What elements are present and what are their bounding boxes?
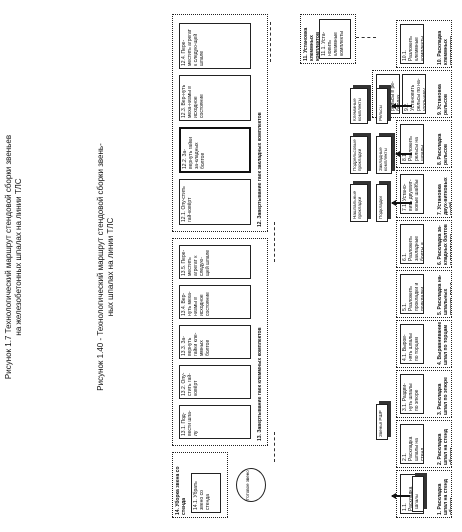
- material-gaskets-b: Подрельсовые прокладки: [350, 136, 368, 174]
- material-gaskets-a-label: Нашпальные прокладки: [352, 190, 363, 219]
- material-gaskets-b-label: Подрельсовые прокладки: [352, 139, 363, 171]
- caption-outer-line1: Рисунок 1.7 Технологический маршрут стен…: [4, 134, 13, 380]
- top-group-5-title: 5. Раскладка на-шпальных прокла-док и по…: [437, 274, 452, 315]
- top-group-5-box-1-label: 5.1. Разложить прокладки и подкладки: [402, 282, 424, 311]
- top-group-10-box-1-label: 10.1. Разложить клеммные комплекты: [402, 36, 424, 61]
- top-group-4-title: 4. Выравнивание шпал по торцам: [437, 321, 449, 365]
- top-group-8-box-1-label: 8.1. Разложить рельсы на шпалы: [402, 136, 424, 161]
- top-group-3-box-1: 3.1. Раздви-нуть шпалы по эпюре: [400, 374, 424, 414]
- caption-inner-line2: ных шпалах на линии ТЛС: [106, 217, 115, 317]
- group-14: 14. Уборка звена со стенда 14.1. Убрать …: [172, 452, 228, 518]
- top-group-7: 7. Установка двух-витковых шайб 7.1. Уста…: [396, 170, 452, 218]
- top-group-2-box-1-label: 2.1. Раскладка шпалы на стенд раскладки: [402, 436, 424, 461]
- group-13-box-2: 13.2. Опу-стить гай-ковёрт: [179, 365, 251, 399]
- connector-top-to-group11: [356, 37, 376, 38]
- group-12-box-3: 12.3. Вер-нуть меха-низмы в исходное сос…: [179, 75, 251, 121]
- top-group-10: 10. Раскладка клеммных комплектов 10.1. Р…: [396, 20, 452, 68]
- caption-inner-line1: Рисунок 1.40 - Технологический маршрут с…: [96, 143, 105, 391]
- top-group-6-box-1-label: 6.1. Разложить закладные болты и проклад…: [402, 235, 424, 261]
- group-13-box-3: 13.3. За-вернуть гайки кле-ммных болтов: [179, 325, 251, 359]
- material-rails-label: Рельсы: [378, 105, 383, 121]
- top-group-2-box-1: 2.1. Раскладка шпалы на стенд раскладки: [400, 424, 424, 464]
- top-group-8-box-1: 8.1. Разложить рельсы на шпалы: [400, 124, 424, 164]
- material-rails: Рельсы: [376, 88, 388, 124]
- group-13-box-2-label: 13.2. Опу-стить гай-ковёрт: [181, 372, 199, 396]
- top-group-3-title: 3. Раскладка шпал по эпюре: [437, 377, 449, 415]
- flow-arrow-pads: [392, 202, 412, 204]
- material-clamps: Клеммные комплекты: [350, 88, 368, 124]
- top-group-10-box-1: 10.1. Разложить клеммные комплекты: [400, 24, 424, 64]
- group-14-box-1-label: 14.1. Убрать звено со стенда: [193, 481, 211, 510]
- group-13-box-3-label: 13.3. За-вернуть гайки кле-ммных болтов: [181, 332, 211, 356]
- material-sleepers: Шпалы: [412, 476, 424, 512]
- top-group-1-title: 1. Раскладка шпал на стенд сборки: [437, 479, 452, 515]
- group-12-box-1-label: 12.1. Опу-стить гай-ковёрт: [181, 186, 193, 222]
- group-14-box-1: 14.1. Убрать звено со стенда: [191, 473, 221, 513]
- group-11: 11. Установка клеммных комплектов 11.1. …: [300, 14, 356, 64]
- group-12-box-2: 12.2. За-вернуть гайки за-кладных болтов: [179, 127, 251, 173]
- group-13: 13. Завертывание гаек клеммных комплекто…: [172, 238, 268, 446]
- flow-arrow-rails: [392, 105, 412, 107]
- finished-link-label: Готовое звено: [245, 470, 250, 500]
- flow-arrow-bolts: [396, 153, 412, 155]
- material-rsh-link: Звенья РШР: [376, 404, 388, 440]
- top-group-2: 2. Раскладка шпал на стенд сборки 2.1. Ра…: [396, 420, 452, 468]
- top-group-7-box-1-label: 7.1. Устано-вить двухвит-ковые шайбы: [402, 179, 420, 211]
- top-group-6-title: 6. Раскладка за-кладных болтов и проклад…: [437, 224, 452, 265]
- material-clamps-label: Клеммные комплекты: [352, 98, 363, 121]
- top-group-6-box-1: 6.1. Разложить закладные болты и проклад…: [400, 224, 424, 264]
- group-14-title: 14. Уборка звена со стенда: [175, 466, 187, 516]
- top-group-3: 3. Раскладка шпал по эпюре 3.1. Раздви-ну…: [396, 370, 452, 418]
- group-13-title: 13. Завертывание гаек клеммных комплекто…: [257, 327, 263, 441]
- top-group-5-box-1: 5.1. Разложить прокладки и подкладки: [400, 274, 424, 314]
- connector-group13-to-group14: [274, 432, 275, 462]
- material-bolts: Закладные комплекты: [376, 136, 392, 174]
- group-13-box-1: 13.1. Под-вести шпа-лу: [179, 405, 251, 439]
- group-12-box-2-label: 12.2. За-вернуть гайки за-кладных болтов: [182, 137, 206, 169]
- group-11-box-1: 11.1. Уста-новить клеммные комплекты: [319, 19, 351, 59]
- top-group-7-box-1: 7.1. Устано-вить двухвит-ковые шайбы: [400, 174, 424, 214]
- flow-arrow-sleepers: [392, 495, 410, 497]
- top-group-4-box-1-label: 4.1. Выров-нять шпалы по торцам: [402, 333, 420, 361]
- top-group-8: 8. Раскладка рельсов 8.1. Разложить рельс…: [396, 120, 452, 168]
- material-rsh-link-label: Звенья РШР: [378, 410, 383, 437]
- group-12: 12. Завертывание гаек закладных комплект…: [172, 14, 268, 232]
- group-12-box-1: 12.1. Опу-стить гай-ковёрт: [179, 179, 251, 225]
- top-group-4: 4. Выравнивание шпал по торцам 4.1. Выров…: [396, 320, 452, 368]
- top-group-9-title: 9. Установка рельсов: [437, 84, 449, 115]
- group-13-box-1-label: 13.1. Под-вести шпа-лу: [181, 410, 199, 436]
- material-gaskets-a: Нашпальные прокладки: [350, 184, 368, 222]
- top-group-3-box-1-label: 3.1. Раздви-нуть шпалы по эпюре: [402, 383, 420, 411]
- group-13-box-5: 13.5. Пере-местить агрегат к следую-щей …: [179, 245, 251, 279]
- top-group-2-title: 2. Раскладка шпал на стенд сборки: [437, 429, 452, 465]
- connector-group11-to-group12: [270, 22, 271, 62]
- group-13-box-5-label: 13.5. Пере-местить агрегат к следую-щей …: [181, 249, 211, 276]
- top-group-7-title: 7. Установка двух-витковых шайб: [437, 177, 452, 215]
- top-group-8-title: 8. Раскладка рельсов: [437, 133, 449, 165]
- group-11-box-1-label: 11.1. Уста-новить клеммные комплекты: [321, 31, 345, 56]
- group-12-title: 12. Завертывание гаек закладных комплект…: [257, 112, 263, 227]
- material-pads: Подкладки: [376, 184, 388, 222]
- finished-link: Готовое звено: [236, 468, 266, 502]
- material-bolts-label: Закладные комплекты: [378, 147, 389, 171]
- group-13-box-4: 13.4. Вер-нуть меха-низмы в исходное сос…: [179, 285, 251, 319]
- caption-outer-line2: на железобетонных шпалах на линии ТЛС: [14, 178, 23, 336]
- material-pads-label: Подкладки: [378, 196, 383, 219]
- top-group-9-box-2: 9.2. Установить рельсы по на-угольнику: [402, 74, 426, 114]
- top-group-4-box-1: 4.1. Выров-нять шпалы по торцам: [400, 324, 424, 364]
- group-12-box-3-label: 12.3. Вер-нуть меха-низмы в исходное сос…: [181, 84, 205, 118]
- connector-group12-to-group13: [274, 222, 275, 262]
- group-12-box-4-label: 12.4. Пере-местить агрегат к следую-щей …: [181, 29, 205, 66]
- group-12-box-4: 12.4. Пере-местить агрегат к следую-щей …: [179, 23, 251, 69]
- group-13-box-4-label: 13.4. Вер-нуть меха-низмы в исходное сос…: [181, 291, 211, 316]
- top-group-6: 6. Раскладка за-кладных болтов и проклад…: [396, 220, 452, 268]
- top-group-10-title: 10. Раскладка клеммных комплектов: [437, 30, 452, 65]
- material-sleepers-label: Шпалы: [414, 493, 419, 509]
- top-group-5: 5. Раскладка на-шпальных прокла-док и по…: [396, 270, 452, 318]
